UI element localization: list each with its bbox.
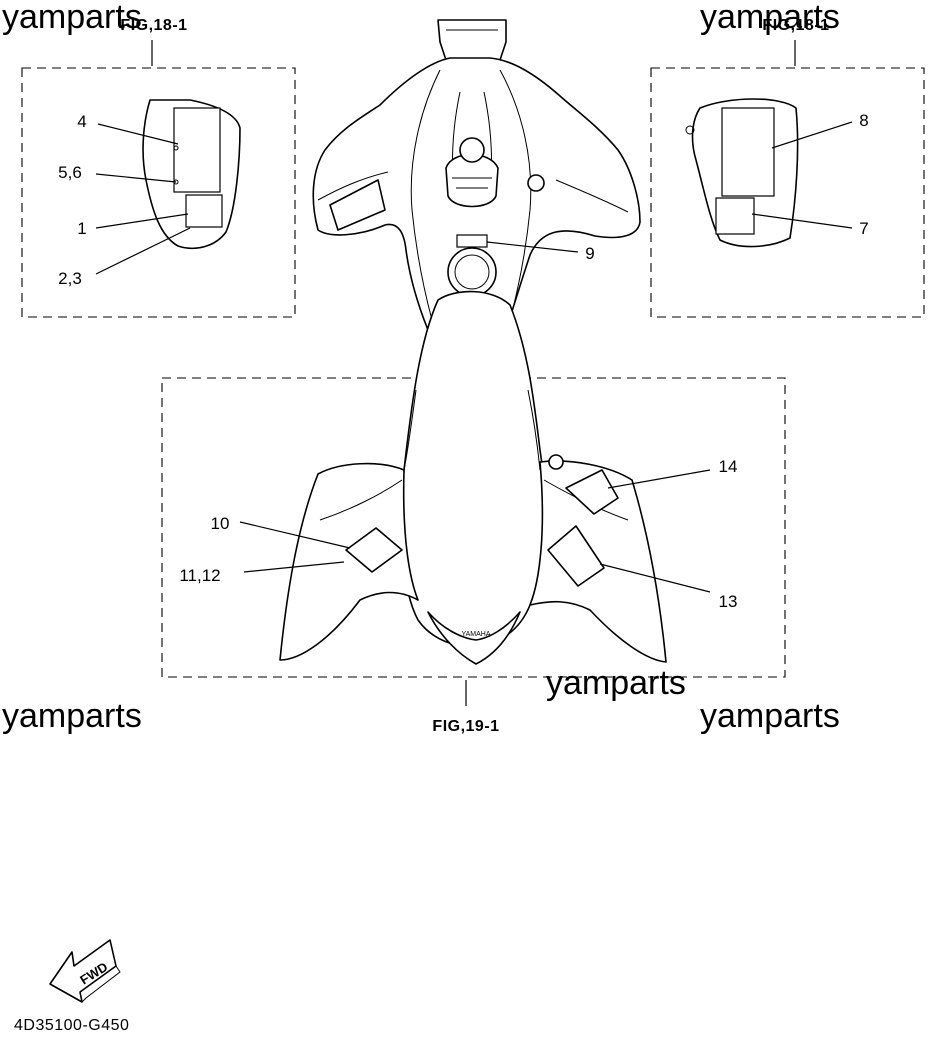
fig-ref-top-left: FIG,18-1 xyxy=(120,17,187,34)
detail-box-right xyxy=(650,67,925,318)
watermark-bottom-left: yamparts xyxy=(2,697,142,735)
brand-mark: YAMAHA xyxy=(461,631,490,638)
watermark-bottom-right: yamparts xyxy=(700,697,840,735)
callout-7: 7 xyxy=(859,219,868,238)
drawing-code: 4D35100-G450 xyxy=(14,1017,129,1034)
callout-4: 4 xyxy=(77,112,86,131)
watermark-top-right: yamparts xyxy=(700,0,840,36)
watermark-top-left: yamparts xyxy=(2,0,142,36)
front-fender-drawing xyxy=(312,19,641,361)
right-side-cover-drawing xyxy=(685,98,799,248)
watermark-mid: yamparts xyxy=(546,664,686,702)
leader-lines xyxy=(95,40,853,706)
callout-13: 13 xyxy=(719,592,738,611)
detail-box-bottom xyxy=(161,377,786,678)
rear-fender-drawing: YAMAHA xyxy=(279,454,667,665)
callout-2-3: 2,3 xyxy=(58,269,82,288)
callout-11-12: 11,12 xyxy=(179,566,220,585)
callout-8: 8 xyxy=(859,111,868,130)
callout-10: 10 xyxy=(211,514,230,533)
fig-ref-bottom: FIG,19-1 xyxy=(432,718,499,735)
callout-5-6: 5,6 xyxy=(58,163,82,182)
callout-14: 14 xyxy=(719,457,738,476)
fig-ref-top-right: FIG,18-1 xyxy=(762,17,829,34)
callout-9: 9 xyxy=(585,244,594,263)
fwd-arrow-icon: FWD xyxy=(49,939,121,1003)
left-side-cover-drawing xyxy=(142,99,241,250)
detail-box-left xyxy=(21,67,296,318)
callout-1: 1 xyxy=(77,219,86,238)
seat-drawing xyxy=(400,290,546,648)
